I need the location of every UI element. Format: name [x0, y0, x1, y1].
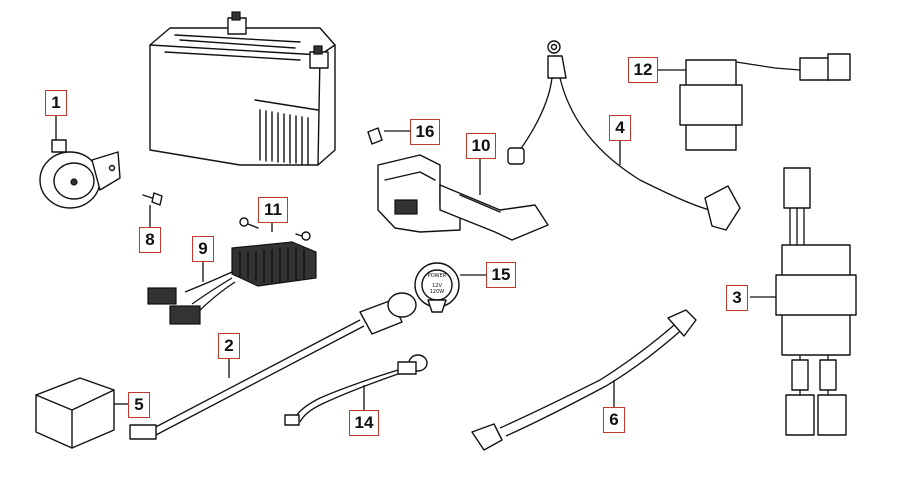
- battery-cable: [507, 40, 741, 231]
- callout-3: 3: [726, 285, 748, 311]
- relay-clip: [367, 127, 383, 145]
- callout-12: 12: [628, 57, 658, 83]
- socket-rating-2: 120W: [430, 289, 445, 295]
- callout-10: 10: [466, 133, 496, 159]
- starter-relay: [377, 154, 549, 241]
- socket-brand-text: POWER: [428, 273, 447, 279]
- callout-1: 1: [45, 90, 67, 116]
- callout-8: 8: [139, 227, 161, 253]
- ground-cable: [471, 309, 697, 451]
- callout-15: 15: [486, 262, 516, 288]
- battery: [149, 11, 336, 166]
- fuse-box: [35, 377, 115, 449]
- callout-11: 11: [258, 197, 288, 223]
- voltage-regulator: [147, 241, 317, 325]
- regulator-screws: [239, 217, 311, 241]
- callout-16: 16: [410, 119, 440, 145]
- callout-6: 6: [603, 407, 625, 433]
- callout-14: 14: [349, 410, 379, 436]
- main-cable: [129, 292, 417, 440]
- callout-2: 2: [218, 333, 240, 359]
- callout-5: 5: [128, 392, 150, 418]
- socket-harness: [284, 354, 428, 426]
- callout-9: 9: [192, 236, 214, 262]
- power-socket: POWER 12V 120W: [414, 262, 460, 313]
- socket-rating-1: 12V: [432, 283, 442, 289]
- leader-lines: [55, 69, 776, 410]
- horn: [39, 139, 121, 209]
- wiring-harness: [775, 167, 857, 436]
- horn-screw: [142, 192, 163, 206]
- control-module: [679, 53, 851, 151]
- callout-4: 4: [609, 115, 631, 141]
